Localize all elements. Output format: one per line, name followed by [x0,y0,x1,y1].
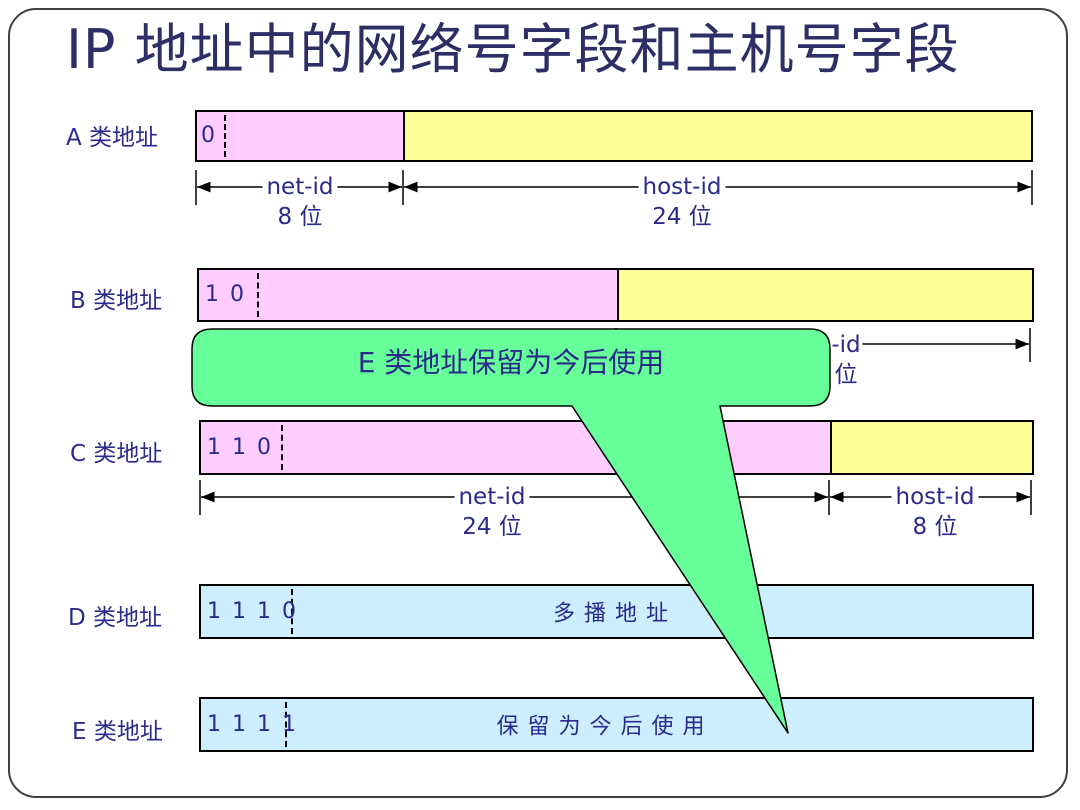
net-bits-text-a: 8 位 [277,204,323,230]
net-id-segment-a [197,112,403,160]
net-id-text-c: net-id [458,484,526,510]
net-id-label-c: net-id 24 位 [454,482,530,542]
class-bits-divider-d [291,589,293,634]
row-label-a: A 类地址 [66,125,159,151]
slide-frame [8,8,1068,798]
slide-title: IP 地址中的网络号字段和主机号字段 [66,18,960,81]
net-host-divider-c [830,422,832,473]
host-id-segment-c [832,422,1032,473]
class-prefix-b: 1 0 [205,282,246,307]
callout-text: E 类地址保留为今后使用 [357,346,665,379]
bar-class-e: 1 1 1 1 保留为今后使用 [199,697,1034,752]
host-id-text-c: host-id [895,484,975,510]
class-bits-divider-b [257,273,259,317]
host-bits-text-c: 8 位 [912,514,958,540]
reserved-label: 保留为今后使用 [496,713,714,739]
callout-shape [191,328,831,734]
row-label-b: B 类地址 [70,288,163,314]
bar-class-b: 1 0 [197,268,1034,322]
host-bits-text-b: 位 [834,362,858,388]
row-label-e: E 类地址 [72,719,163,745]
bar-class-d: 1 1 1 0 多播地址 [199,584,1034,639]
net-bits-text-c: 24 位 [462,514,522,540]
net-host-divider-b [617,270,619,320]
host-bits-text-a: 24 位 [652,204,712,230]
net-host-divider-a [403,112,405,160]
host-id-label-a: host-id 24 位 [638,172,726,232]
net-id-text-a: net-id [266,174,334,200]
row-label-d: D 类地址 [68,605,163,631]
class-bits-divider-c [281,425,283,470]
class-bits-divider-a [224,115,226,157]
class-prefix-a: 0 [201,123,217,148]
host-id-text-b: -id [831,332,861,358]
net-id-label-a: net-id 8 位 [262,172,338,232]
class-prefix-d: 1 1 1 0 [207,598,298,624]
multicast-label: 多播地址 [552,600,678,626]
host-id-label-c: host-id 8 位 [891,482,979,542]
class-bits-divider-e [285,702,287,747]
class-prefix-c: 1 1 0 [207,434,273,460]
host-id-segment-b [619,270,1032,320]
host-id-text-a: host-id [642,174,722,200]
host-id-label-b-fragment: -id 位 [829,330,863,390]
net-id-segment-b [199,270,617,320]
class-prefix-e: 1 1 1 1 [207,711,298,737]
host-id-segment-a [405,112,1031,160]
row-label-c: C 类地址 [70,441,163,467]
bar-class-a: 0 [195,110,1033,162]
